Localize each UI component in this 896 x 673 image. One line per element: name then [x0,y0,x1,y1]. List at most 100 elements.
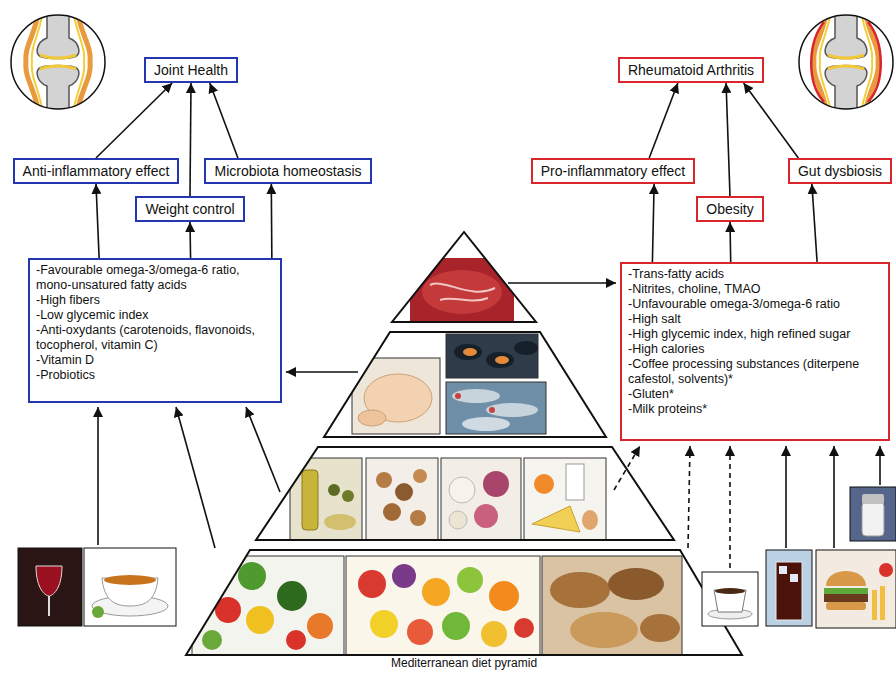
illustration-part [446,334,538,378]
box-text: Anti-inflammatory effect [23,162,170,180]
effect-arrow [652,184,654,262]
illustration-part [779,566,787,574]
illustration-part [395,483,413,501]
illustration-part [18,548,82,626]
box-text: -High calories [628,342,882,357]
illustration-part [481,621,507,647]
effect-arrow [649,83,678,158]
effect-arrow [96,83,172,158]
illustration-part [850,487,896,541]
illustration-part [307,613,333,639]
illustration-part [524,458,606,540]
illustration-part [715,588,745,594]
illustration-part [455,393,461,399]
illustration-part [729,446,731,568]
pyramid-tier-top [392,232,536,322]
box-text: Pro-inflammatory effect [541,162,685,180]
illustration-part [352,334,546,434]
illustration-part [48,596,50,616]
illustration-part [407,619,433,645]
illustration-part [570,612,638,648]
box-text: Weight control [145,200,234,218]
illustration-part [376,472,392,488]
arthritic-joint-figure [786,2,896,122]
box-text: Obesity [706,200,753,218]
illustration-part [202,630,222,650]
illustration-part [880,586,885,620]
illustration-part [454,344,482,360]
illustration-part [238,562,266,590]
effect-box: Weight control [135,196,244,222]
illustration-part [324,514,356,530]
box-text: Rheumatoid Arthritis [628,61,754,79]
illustration-part [463,348,477,356]
illustration-part [785,446,787,548]
effect-box: Joint Health [144,57,238,83]
illustration-part [442,612,470,640]
box-text: -Coffee processing substances (diterpene… [628,357,882,387]
illustration-part [392,564,416,588]
illustration-part [457,567,483,593]
box-text: -Favourable omega-3/omega-6 ratio, mono-… [36,263,274,293]
illustration-part [550,572,610,608]
illustration-part [256,447,674,540]
illustration-part [186,550,742,655]
illustration-part [324,332,606,437]
illustration-part [766,550,812,626]
factor-list-box: -Trans-fatty acids-Nitrites, choline, TM… [620,262,890,441]
illustration-part [862,494,884,504]
illustration-part [422,270,502,314]
box-text: -Trans-fatty acids [628,267,882,282]
effect-arrow [729,222,731,262]
illustration-part [422,578,450,606]
illustration-part [816,550,896,628]
illustration-part [566,464,584,500]
effect-arrow [210,83,238,158]
processed-food-pictures [702,487,896,628]
illustration-part [176,407,215,548]
caption: Mediterranean diet pyramid [391,656,537,670]
illustration-part [486,403,538,417]
illustration-part [532,506,580,532]
illustration-part [514,618,534,638]
illustration-part [104,575,156,585]
illustration-part [474,504,498,528]
wine-tea-pictures [18,548,176,626]
illustration-part [872,590,877,620]
illustration-part [776,562,802,620]
illustration-part [302,470,318,530]
effect-arrow [744,83,799,158]
effect-arrow [96,184,99,258]
illustration-part [256,447,674,540]
effect-arrow [812,184,817,262]
illustration-part [824,594,868,602]
illustration-part [342,490,354,502]
box-text: -Probiotics [36,368,274,383]
illustration-part [582,510,598,530]
illustration-part [702,572,758,626]
illustration-part [328,484,340,496]
illustration-part [430,284,495,301]
illustration-part [246,407,280,492]
effect-box: Rheumatoid Arthritis [618,57,764,83]
illustration-part [0,2,118,122]
illustration-part [366,458,438,540]
illustration-part [410,510,426,526]
healthy-joint-figure [0,2,118,122]
illustration-part [811,22,881,102]
illustration-part [608,568,664,600]
illustration-part [614,446,640,490]
illustration-part [36,566,62,596]
illustration-part [290,458,362,540]
box-text: Gut dysbiosis [798,162,882,180]
illustration-part [824,588,868,594]
illustration-part [514,341,538,355]
illustration-part [290,458,606,540]
box-text: Microbiota homeostasis [214,162,361,180]
illustration-part [370,610,398,638]
effect-box: Gut dysbiosis [788,158,892,184]
illustration-part [452,389,500,403]
illustration-part [495,356,509,364]
illustration-part [862,502,884,536]
